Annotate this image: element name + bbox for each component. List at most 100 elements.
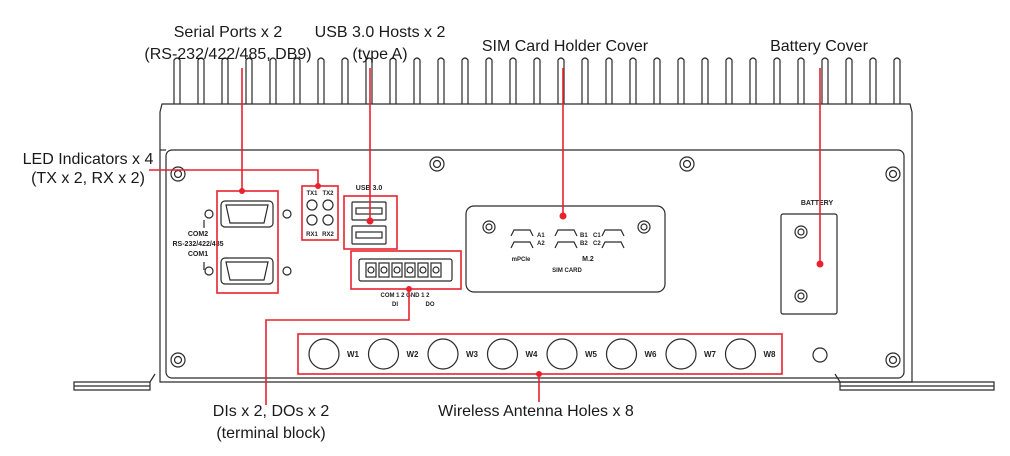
slot-a1-label: A1 [537,233,545,239]
terminal-pin[interactable] [365,262,377,278]
antenna-hole-w8[interactable]: W8 [724,338,777,370]
heatsink-fin [773,57,781,104]
antenna-hole-circle[interactable] [546,338,578,370]
leader-lines [149,68,824,405]
antenna-hole-w6[interactable]: W6 [605,338,658,370]
sim-cover-callout: SIM Card Holder Cover [482,38,649,55]
heatsink-fin [365,57,373,104]
heatsink-fin [461,57,469,104]
terminal-pin-labels: COM 1 2 GND 1 2 [380,293,430,299]
sim-slot[interactable] [601,241,625,249]
antenna-hole-circle[interactable] [367,338,400,370]
sim-slot[interactable] [510,229,534,237]
antenna-hole-w3[interactable]: W3 [427,338,479,370]
antenna-label: W6 [645,350,658,359]
antenna-hole-w4[interactable]: W4 [486,338,539,370]
antenna-holes-callout: Wireless Antenna Holes x 8 [438,403,634,420]
heatsink-fin [509,57,517,104]
antenna-hole-circle[interactable] [605,338,638,370]
antenna-label: W7 [704,350,717,359]
antenna-hole-circle[interactable] [486,338,519,370]
battery-cover: BATTERY [780,200,838,315]
heatsink-fin [797,57,805,104]
screw-icon [170,166,186,182]
com2-label: COM2 [188,231,208,238]
antenna-label: W5 [585,350,598,359]
terminal-di-label: DI [392,302,398,308]
antenna-hole-w1[interactable]: W1 [308,338,360,370]
heatsink-fin [869,57,877,104]
heatsink-fin [437,57,445,104]
terminal-pin[interactable] [391,262,403,278]
antenna-hole-w2[interactable]: W2 [367,338,420,370]
heatsink-fin [845,57,853,104]
antenna-hole-circle[interactable] [724,338,757,370]
battery-label: BATTERY [801,200,834,207]
led-callout-line2: (TX x 2, RX x 2) [31,170,145,187]
sim-card-cover: mPCIe M.2 SIM CARD A1 A2 B1 B2 C1 C2 [465,205,666,293]
heatsink-fin [221,57,229,104]
screw-icon [679,156,695,172]
heatsink-fin [893,57,901,104]
chassis [159,103,913,383]
antenna-hole-w5[interactable]: W5 [546,338,598,370]
led-rx1 [306,214,318,226]
usb-port-1[interactable] [351,201,387,221]
sim-slot[interactable] [510,241,534,249]
screw-icon [429,156,445,172]
mpcie-label: mPCIe [512,257,531,263]
heatsink-fin [293,57,301,104]
heatsink-fins [173,57,901,104]
db9-connector-com1[interactable] [220,257,274,285]
battery-cover-callout: Battery Cover [770,38,868,55]
terminal-pin[interactable] [404,262,416,278]
terminal-pin[interactable] [430,262,442,278]
antenna-label: W8 [764,350,777,359]
slot-c2-label: C2 [593,241,601,247]
antenna-hole-w7[interactable]: W7 [665,338,717,370]
heatsink-fin [653,57,661,104]
usb-callout-line2: (type A) [352,46,407,63]
heatsink-fin [701,57,709,104]
heatsink-fin [677,57,685,104]
heatsink-fin [269,57,277,104]
terminal-pin[interactable] [417,262,429,278]
antenna-label: W1 [347,350,360,359]
heatsink-fin [821,57,829,104]
db9-connector-com2[interactable] [220,200,274,228]
com-ports: COM2 RS-232/422/485 COM1 [173,190,292,294]
sim-slot[interactable] [601,229,625,237]
screw-icon [885,166,901,182]
screw-icon [170,352,186,368]
led-rx2 [322,214,334,226]
heatsink-fin [581,57,589,104]
sim-slots [510,229,625,249]
antenna-label: W3 [466,350,479,359]
terminal-block: COM 1 2 GND 1 2 DI DO [350,250,462,308]
heatsink-fin [413,57,421,104]
heatsink-fin [629,57,637,104]
sim-slot[interactable] [554,229,578,237]
antenna-holes: W1 W2 W3 W4 W5 W6 W7 W8 [308,338,777,370]
heatsink-fin [533,57,541,104]
antenna-hole-circle[interactable] [665,338,697,370]
antenna-hole-circle[interactable] [427,338,459,370]
led-tx2 [322,199,334,211]
sim-slot[interactable] [554,241,578,249]
heatsink-fin [341,57,349,104]
led-rx2-label: RX2 [322,232,334,238]
heatsink-fin [749,57,757,104]
led-callout-line1: LED Indicators x 4 [23,151,154,168]
ground-hole [812,347,828,363]
antenna-hole-circle[interactable] [308,338,340,370]
slot-b2-label: B2 [580,241,588,247]
led-tx1 [306,199,318,211]
led-tx2-label: TX2 [322,191,334,197]
slot-b1-label: B1 [580,233,588,239]
chassis-screws [170,156,901,368]
screw-icon [885,352,901,368]
led-rx1-label: RX1 [306,232,318,238]
usb-port-2[interactable] [351,225,387,245]
terminal-pin[interactable] [378,262,390,278]
